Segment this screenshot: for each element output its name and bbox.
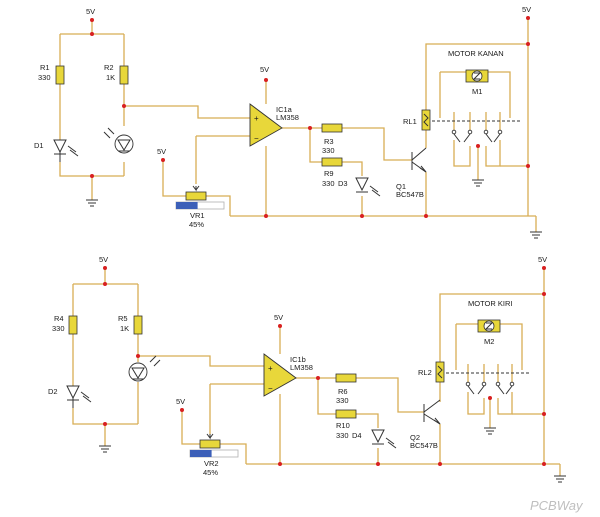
led-d4-icon <box>371 429 397 449</box>
label-5v-pot-bottom: 5V <box>176 397 185 406</box>
label-ic1a: IC1a <box>276 105 293 114</box>
label-q1: Q1 <box>396 182 406 191</box>
label-r6: R6 <box>338 387 348 396</box>
watermark: PCBWay <box>530 498 584 513</box>
svg-text:−: − <box>254 134 259 143</box>
label-rl2: RL2 <box>418 368 432 377</box>
label-d2: D2 <box>48 387 58 396</box>
label-5v-bottom-left: 5V <box>99 255 108 264</box>
opamp-ic1a-icon: + − <box>249 103 283 147</box>
label-r2: R2 <box>104 63 114 72</box>
label-r4-value: 330 <box>52 324 65 333</box>
transistor-q1-icon <box>411 147 427 173</box>
label-m1: M1 <box>472 87 482 96</box>
label-5v-amp-bottom: 5V <box>274 313 283 322</box>
label-d4: D4 <box>352 431 362 440</box>
resistor-r10-icon <box>335 409 357 419</box>
label-ic1b: IC1b <box>290 355 306 364</box>
label-5v-top-left: 5V <box>86 7 95 16</box>
relay-contacts-bottom-icon <box>446 372 530 395</box>
label-m2: M2 <box>484 337 494 346</box>
label-d3: D3 <box>338 179 348 188</box>
resistor-r6-icon <box>335 373 357 383</box>
label-ic1a-part: LM358 <box>276 113 299 122</box>
potentiometer-vr2-icon <box>189 433 239 458</box>
ground-bottom-left-icon <box>99 445 111 453</box>
circuit-bottom: + − <box>48 255 566 483</box>
label-q2: Q2 <box>410 433 420 442</box>
svg-text:+: + <box>268 364 273 373</box>
label-r10-value: 330 <box>336 431 349 440</box>
label-r4: R4 <box>54 314 64 323</box>
label-d1: D1 <box>34 141 44 150</box>
resistor-r4-icon <box>68 315 78 335</box>
ground-top-left-icon <box>86 199 98 207</box>
ground-bottom-right-icon <box>554 475 566 483</box>
motor-m1-icon <box>465 69 489 83</box>
label-r9: R9 <box>324 169 334 178</box>
photodiode-2-icon <box>128 355 161 382</box>
svg-text:−: − <box>268 384 273 393</box>
label-motor-kanan: MOTOR KANAN <box>448 49 504 58</box>
label-5v-pot-top: 5V <box>157 147 166 156</box>
vr1-slider-fill <box>176 202 198 209</box>
ground-top-motor-icon <box>472 179 484 187</box>
label-r5: R5 <box>118 314 128 323</box>
vr2-slider-fill <box>190 450 212 457</box>
led-d3-icon <box>355 177 381 197</box>
label-5v-top-right: 5V <box>522 5 531 14</box>
ground-top-right-icon <box>530 231 542 239</box>
label-vr1: VR1 <box>190 211 205 220</box>
label-r3: R3 <box>324 137 334 146</box>
label-r3-value: 330 <box>322 146 335 155</box>
resistor-r2-icon <box>119 65 129 85</box>
label-rl1: RL1 <box>403 117 417 126</box>
circuit-top: + − <box>34 5 542 239</box>
label-vr1-value: 45% <box>189 220 204 229</box>
transistor-q2-icon <box>423 399 441 425</box>
label-r1: R1 <box>40 63 50 72</box>
label-q2-part: BC547B <box>410 441 438 450</box>
label-r9-value: 330 <box>322 179 335 188</box>
photodiode-icon <box>103 127 134 154</box>
opamp-ic1b-icon: + − <box>263 353 297 397</box>
resistor-r9-icon <box>321 157 343 167</box>
resistor-r3-icon <box>321 123 343 133</box>
svg-text:+: + <box>254 114 259 123</box>
resistor-r5-icon <box>133 315 143 335</box>
label-motor-kiri: MOTOR KIRI <box>468 299 512 308</box>
label-ic1b-part: LM358 <box>290 363 313 372</box>
resistor-r1-icon <box>55 65 65 85</box>
led-d1-icon <box>53 139 79 162</box>
label-r1-value: 330 <box>38 73 51 82</box>
relay-contacts-top-icon <box>432 120 520 143</box>
label-r2-value: 1K <box>106 73 115 82</box>
label-5v-bottom-right: 5V <box>538 255 547 264</box>
label-r10: R10 <box>336 421 350 430</box>
motor-m2-icon <box>477 319 501 333</box>
label-q1-part: BC547B <box>396 190 424 199</box>
label-vr2: VR2 <box>204 459 219 468</box>
label-5v-amp-top: 5V <box>260 65 269 74</box>
potentiometer-vr1-icon <box>175 185 225 210</box>
led-d2-icon <box>66 385 92 408</box>
label-vr2-value: 45% <box>203 468 218 477</box>
label-r5-value: 1K <box>120 324 129 333</box>
label-r6-value: 330 <box>336 396 349 405</box>
ground-bottom-motor-icon <box>484 427 496 435</box>
